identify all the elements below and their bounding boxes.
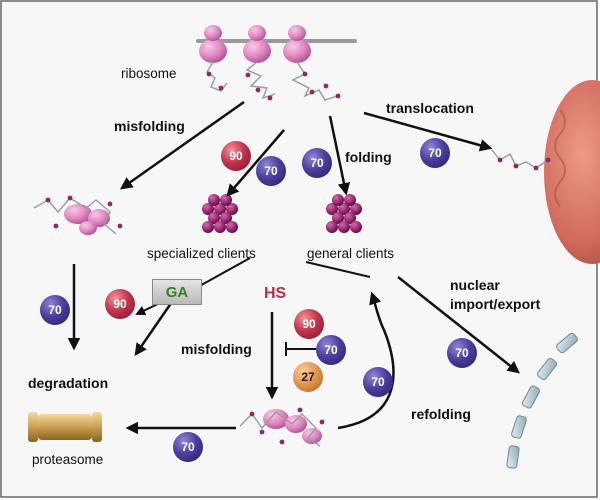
folding-label: folding	[345, 149, 392, 165]
hsp70-badge: 70	[173, 432, 203, 462]
hsp90-badge: 90	[294, 309, 324, 339]
hsp70-badge: 70	[363, 367, 393, 397]
specialized-clients-label: specialized clients	[147, 246, 256, 261]
ribosome-label: ribosome	[121, 66, 177, 81]
misfolding-label: misfolding	[114, 118, 185, 134]
import-export-label: import/export	[450, 296, 541, 312]
mitochondrion-icon	[544, 80, 600, 264]
misfolded-protein-icon	[239, 407, 325, 447]
translocating-chain-icon	[491, 149, 551, 171]
ga-badge: GA	[152, 279, 202, 305]
hsp70-badge: 70	[302, 148, 332, 178]
hs-connector	[305, 261, 371, 278]
inhibition-bar	[285, 342, 316, 356]
general-clients-label: general clients	[307, 246, 395, 261]
hsp27-badge: 27	[293, 362, 323, 392]
client-cluster-icon	[202, 194, 238, 233]
hs-label: HS	[264, 285, 287, 302]
hsp70-badge: 70	[447, 338, 477, 368]
proteasome-label: proteasome	[32, 452, 104, 467]
refolding-label: refolding	[411, 406, 471, 422]
proteasome-icon	[28, 412, 102, 442]
ribosome-icon	[196, 25, 357, 63]
client-cluster-icon	[326, 194, 362, 233]
pathway-arrows	[67, 100, 520, 435]
degradation-label: degradation	[28, 375, 109, 391]
hsp70-badge: 70	[420, 138, 450, 168]
hsp70-badge: 70	[40, 295, 70, 325]
hsp70-badge: 70	[256, 156, 286, 186]
hsp90-badge: 90	[105, 289, 135, 319]
hsp70-badge: 70	[316, 335, 346, 365]
hsp90-badge: 90	[221, 141, 251, 171]
nuclear-envelope-icon	[506, 332, 578, 469]
misfolding-label: misfolding	[181, 341, 252, 357]
nuclear-label: nuclear	[450, 277, 500, 293]
translocation-label: translocation	[386, 100, 474, 116]
misfolded-protein-icon	[33, 195, 123, 235]
